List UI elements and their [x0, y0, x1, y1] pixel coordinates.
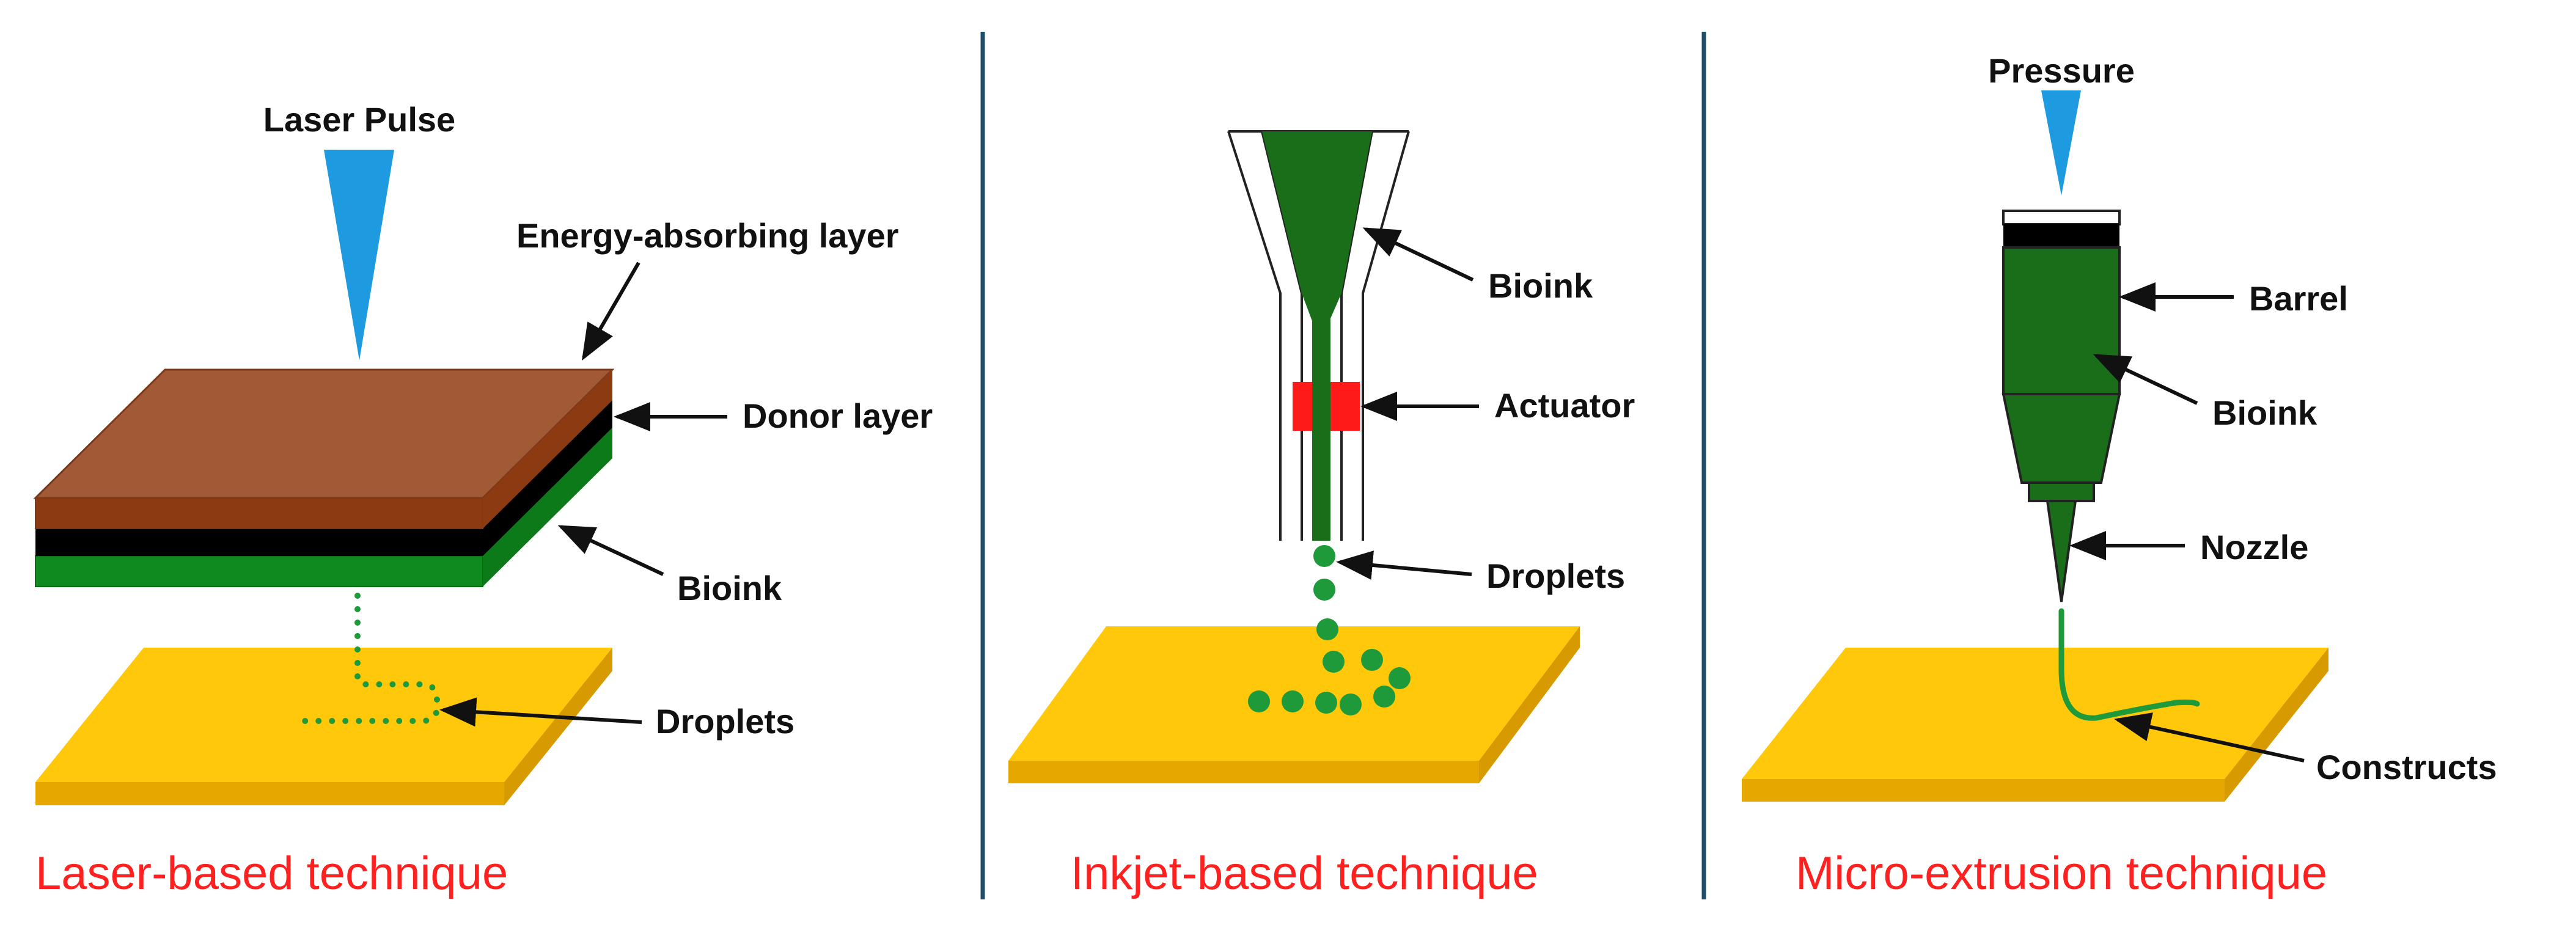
- constructs-label: Constructs: [2316, 748, 2497, 786]
- extrusion-bioink-arrow: [2093, 354, 2198, 405]
- pressure-label: Pressure: [1988, 51, 2135, 90]
- inkjet-droplets-label: Droplets: [1486, 557, 1625, 595]
- nozzle-tip: [2046, 500, 2077, 602]
- barrel: [2002, 246, 2121, 395]
- droplet: [1361, 649, 1383, 671]
- constructs-arrow: [2114, 712, 2305, 763]
- syringe: [2002, 210, 2121, 602]
- nozzle-label: Nozzle: [2200, 528, 2308, 566]
- droplet: [1389, 667, 1411, 689]
- droplet: [1340, 693, 1362, 715]
- extrusion-panel: Pressure Barrel Bioink Nozzle Constructs…: [1742, 51, 2497, 899]
- energy-layer-arrow: [581, 262, 640, 361]
- laser-panel: Laser Pulse Energy-absorbing layer Donor…: [33, 100, 933, 899]
- inkjet-bioink-reservoir: [1262, 131, 1372, 342]
- droplet: [1373, 686, 1395, 708]
- laser-bioink-label: Bioink: [677, 569, 782, 607]
- inkjet-bioink-arrow: [1362, 227, 1474, 282]
- inkjet-caption: Inkjet-based technique: [1071, 847, 1538, 899]
- droplet: [1313, 545, 1335, 567]
- syringe-neck: [2028, 481, 2095, 502]
- extrusion-substrate: [1742, 648, 2328, 802]
- actuator-block-left: [1293, 382, 1312, 431]
- donor-layer-label: Donor layer: [743, 397, 933, 435]
- actuator-block-right: [1330, 382, 1360, 431]
- inkjet-droplets-arrow: [1336, 551, 1472, 580]
- syringe-cone: [2002, 393, 2121, 484]
- inkjet-bioink-channel: [1312, 287, 1330, 541]
- laser-droplets-arrow: [439, 697, 642, 727]
- laser-substrate: [35, 648, 612, 805]
- pressure-beam: [2041, 90, 2081, 196]
- laser-caption: Laser-based technique: [35, 847, 508, 899]
- droplet: [1316, 618, 1338, 640]
- droplet: [1282, 690, 1304, 712]
- actuator-label: Actuator: [1494, 386, 1635, 425]
- syringe-plunger: [2003, 224, 2119, 247]
- droplet: [1248, 690, 1270, 712]
- barrel-label: Barrel: [2249, 279, 2348, 318]
- inkjet-panel: Bioink Actuator Droplets Inkjet-based te…: [1008, 130, 1635, 899]
- laser-pulse-label: Laser Pulse: [263, 100, 455, 139]
- extrusion-bioink-label: Bioink: [2212, 393, 2317, 432]
- inkjet-droplets: [1248, 545, 1411, 715]
- syringe-top-cap: [2002, 210, 2121, 225]
- laser-pulse-beam: [324, 150, 394, 360]
- energy-layer-label: Energy-absorbing layer: [516, 216, 899, 255]
- laser-layer-stack: [33, 368, 615, 587]
- laser-droplets-label: Droplets: [656, 702, 794, 741]
- droplet: [1313, 579, 1335, 601]
- inkjet-bioink-label: Bioink: [1488, 266, 1593, 305]
- laser-bioink-arrow: [557, 525, 664, 576]
- laser-droplet-trail: [299, 593, 440, 724]
- extrusion-caption: Micro-extrusion technique: [1796, 847, 2327, 899]
- droplet: [1315, 692, 1337, 714]
- droplet: [1323, 651, 1345, 673]
